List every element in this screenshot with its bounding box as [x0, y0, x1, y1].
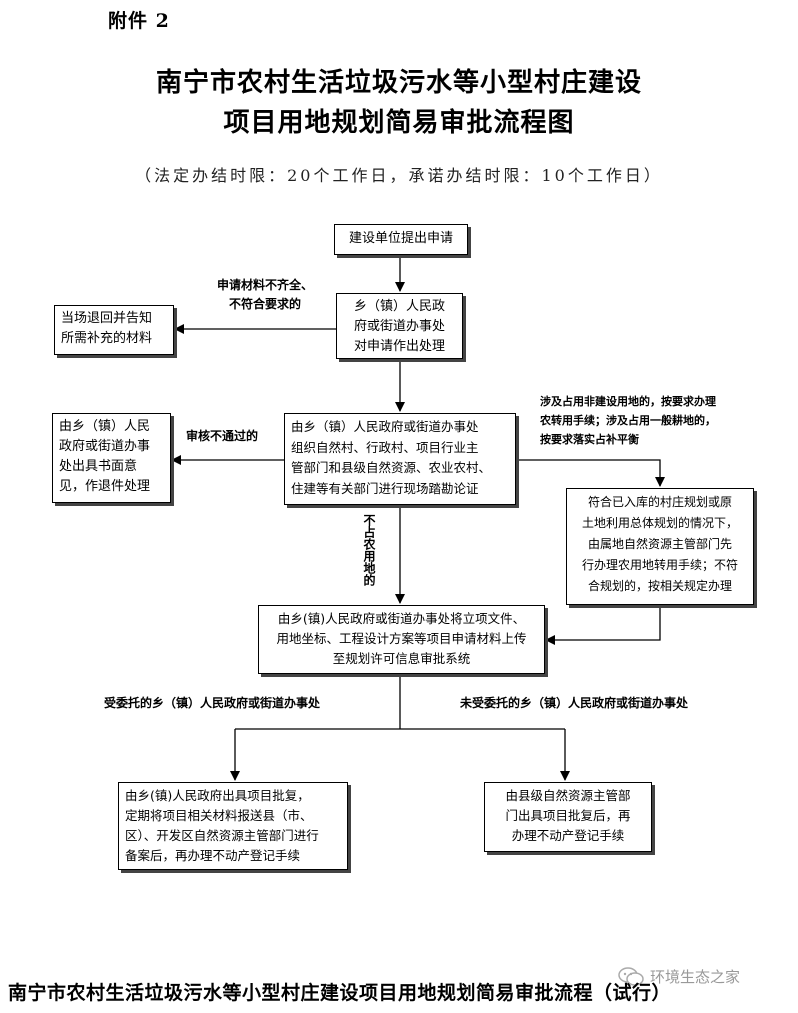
not-entrusted-branch-note: 未受委托的乡（镇）人民政府或街道办事处	[460, 696, 689, 710]
step-farmland-conversion: 符合已入库的村庄规划或原 土地利用总体规划的情况下， 由属地自然资源主管部门先 …	[566, 488, 754, 605]
step-text-line: 符合已入库的村庄规划或原	[587, 495, 732, 509]
step-text-line: 由乡（镇）人民	[59, 419, 151, 434]
step-text-line: 土地利用总体规划的情况下，	[581, 516, 738, 530]
figure-caption: 南宁市农村生活垃圾污水等小型村庄建设项目用地规划简易审批流程（试行）	[8, 982, 672, 1004]
attachment-label: 附件 2	[108, 10, 170, 32]
step-site-survey: 由乡（镇）人民政府或街道办事处 组织自然村、行政村、项目行业主 管部门和县级自然…	[284, 413, 516, 505]
step-text-line: 住建等有关部门进行现场踏勘论证	[291, 480, 479, 496]
watermark-text: 环境生态之家	[650, 968, 741, 986]
wechat-icon	[618, 966, 644, 987]
note-line: 申请材料不齐全、	[216, 278, 313, 292]
watermark: 环境生态之家	[618, 966, 740, 987]
diagram-title-line2: 项目用地规划简易审批流程图	[223, 108, 575, 138]
arrow-farmland-to-upload	[545, 605, 661, 645]
step-text-line: 用地坐标、工程设计方案等项目申请材料上传	[276, 631, 527, 646]
step-upload-system: 由乡(镇)人民政府或街道办事处将立项文件、 用地坐标、工程设计方案等项目申请材料…	[258, 605, 545, 674]
step-text-line: 由属地自然资源主管部门先	[587, 537, 732, 551]
step-text-line: 见，作退件处理	[59, 479, 151, 494]
note-line: 按要求落实占补平衡	[540, 433, 639, 446]
step-text-line: 合规划的，按相关规定办理	[587, 579, 732, 593]
step-text-line: 由县级自然资源主管部	[505, 788, 631, 803]
farmland-condition-note: 涉及占用非建设用地的，按要求办理 农转用手续；涉及占用一般耕地的， 按要求落实占…	[540, 392, 716, 449]
no-farmland-note: 不占农用地的	[362, 514, 376, 586]
step-text-line: 组织自然村、行政村、项目行业主	[291, 439, 479, 455]
step-text-line: 定期将项目相关材料报送县（市、	[125, 808, 313, 823]
step-township-review: 乡（镇）人民政 府或街道办事处 对申请作出处理	[336, 293, 463, 359]
step-text-line: 管部门和县级自然资源、农业农村、	[291, 460, 492, 475]
step-text-line: 处出具书面意	[59, 459, 138, 474]
step-return-materials: 当场退回并告知 所需补充的材料	[54, 305, 174, 355]
note-line: 农转用手续；涉及占用一般耕地的，	[540, 414, 716, 427]
step-text-line: 府或街道办事处	[353, 319, 445, 334]
note-line: 涉及占用非建设用地的，按要求办理	[540, 395, 716, 408]
step-text-line: 乡（镇）人民政	[353, 299, 445, 314]
step-text-line: 政府或街道办事	[59, 439, 151, 454]
step-text-line: 对申请作出处理	[353, 339, 445, 354]
step-text-line: 所需补充的材料	[61, 331, 153, 346]
step-text-line: 办理不动产登记手续	[511, 828, 625, 843]
step-text-line: 至规划许可信息审批系统	[332, 651, 471, 666]
step-text-line: 区）、开发区自然资源主管部门进行	[125, 828, 319, 843]
step-text-line: 由乡(镇)人民政府或街道办事处将立项文件、	[277, 611, 526, 626]
step-reject-document: 由乡（镇）人民 政府或街道办事 处出具书面意 见，作退件处理	[52, 413, 171, 503]
step-text-line: 备案后，再办理不动产登记手续	[125, 848, 301, 863]
step-text-line: 行办理农用地转用手续；不符	[581, 558, 738, 572]
note-line: 不符合要求的	[228, 297, 301, 311]
diagram-title-line1: 南宁市农村生活垃圾污水等小型村庄建设	[155, 68, 642, 98]
step-text-line: 由乡(镇)人民政府出具项目批复，	[125, 788, 310, 803]
step-entrusted-approval: 由乡(镇)人民政府出具项目批复， 定期将项目相关材料报送县（市、 区）、开发区自…	[118, 782, 348, 870]
step-county-approval: 由县级自然资源主管部 门出具项目批复后，再 办理不动产登记手续	[484, 782, 652, 852]
step-text-line: 由乡（镇）人民政府或街道办事处	[291, 419, 479, 434]
step-text-line: 当场退回并告知	[61, 311, 153, 326]
step-apply: 建设单位提出申请	[334, 224, 468, 255]
step-text-line: 门出具项目批复后，再	[505, 808, 631, 823]
arrow-survey-to-farmland	[516, 459, 665, 487]
fail-condition-note: 审核不通过的	[186, 429, 259, 443]
time-limit-subtitle: （法定办结时限：20个工作日，承诺办结时限：10个工作日）	[135, 166, 663, 185]
step-apply-text: 建设单位提出申请	[348, 231, 453, 246]
entrusted-branch-note: 受委托的乡（镇）人民政府或街道办事处	[104, 696, 321, 710]
reject-condition-note: 申请材料不齐全、 不符合要求的	[200, 276, 330, 314]
